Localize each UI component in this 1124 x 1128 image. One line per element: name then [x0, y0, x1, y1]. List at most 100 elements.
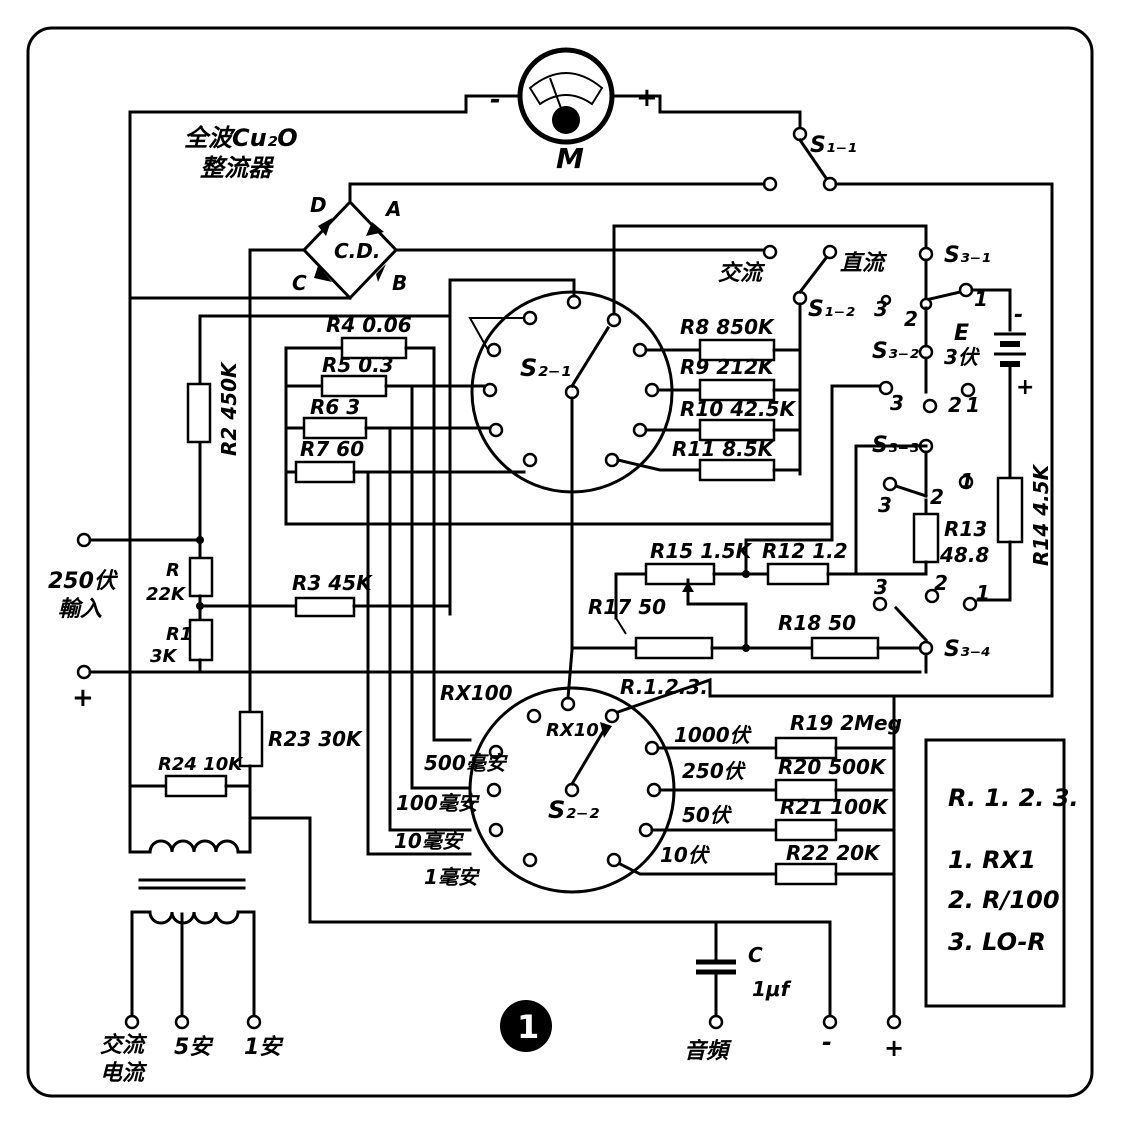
meter-label: M: [556, 142, 584, 175]
figure-number: 1: [517, 1008, 539, 1046]
outer-frame: [26, 26, 1094, 1098]
rotary-switch-s2-1: S₂₋₁: [470, 290, 674, 494]
s2-2-label: S₂₋₂: [548, 796, 599, 824]
r17-label: R17 50: [588, 595, 666, 619]
s3-2-pos-1: 1: [966, 393, 980, 417]
r8-label: R8 850K: [680, 315, 775, 339]
resistor-r5: [320, 374, 388, 398]
resistor-r6: [302, 416, 368, 440]
resistor-r3: [294, 596, 356, 618]
s3-4-label: S₃₋₄: [944, 637, 991, 662]
s3-1-pos-2: 2: [904, 307, 918, 331]
resistor-r17: [634, 636, 714, 660]
resistor-r14: [996, 476, 1024, 544]
r1-value-label: 3K: [150, 646, 179, 667]
resistor-r21: [774, 818, 838, 842]
pos-r123: R.1.2.3.: [620, 675, 708, 699]
battery-plus: +: [1016, 375, 1034, 400]
rectifier-title-1: 全波Cu₂O: [184, 124, 298, 152]
r12-label: R12 1.2: [762, 539, 848, 563]
bottom-terminals: 交流 电流 5安 1安 音頻 - +: [100, 1014, 904, 1086]
r3-label: R3 45K: [292, 571, 373, 595]
legend-box: R. 1. 2. 3. 1. RX1 2. R/100 3. LO-R: [924, 738, 1079, 1008]
capacitor-name: C: [748, 943, 763, 967]
switch-s1-2: 交流 直流 S₁₋₂: [718, 244, 888, 322]
s3-4-pos-1: 1: [976, 581, 990, 605]
r7-label: R7 60: [300, 437, 364, 461]
terminal-ac-current-2: 电流: [100, 1061, 148, 1086]
r21-label: R21 100K: [780, 795, 889, 819]
switch-s3-3: S₃₋₃ 3 2 1 R13 48.8: [854, 433, 989, 576]
figure-number-badge: 1: [500, 1000, 552, 1052]
bridge-c-label: C: [292, 271, 307, 295]
resistor-r23: [238, 710, 264, 768]
battery-name: E: [954, 321, 969, 346]
bridge-a-label: A: [384, 197, 401, 221]
r20-label: R20 500K: [778, 755, 887, 779]
s3-2-label: S₃₋₂: [872, 339, 919, 364]
s3-1-label: S₃₋₁: [944, 243, 991, 268]
s3-2-pos-3: 3: [890, 391, 904, 415]
resistor-r1: [188, 618, 214, 662]
r13-value-label: 48.8: [939, 543, 989, 567]
r2-label: R2 450K: [217, 361, 241, 456]
bridge-center-label: C.D.: [334, 239, 380, 263]
bridge-b-label: B: [392, 271, 407, 295]
terminal-minus: -: [822, 1028, 832, 1056]
resistor-r7: [294, 460, 356, 484]
input-voltage-label: 250伏: [48, 569, 119, 594]
resistor-bank-r4-r7: R4 0.06 R5 0.3 R6 3 R7 60: [284, 313, 882, 856]
pos-500ma: 500毫安: [424, 751, 509, 775]
r24-label: R24 10K: [158, 754, 244, 775]
r10-label: R10 42.5K: [680, 397, 797, 421]
resistor-r15-r12: R15 1.5K R12 1.2: [614, 522, 858, 650]
resistor-r2-group: R2 450K: [186, 314, 452, 542]
resistor-r22: [774, 862, 838, 886]
input-plus-label: +: [72, 683, 94, 713]
r11-label: R11 8.5K: [672, 437, 775, 461]
battery-e: - + E 3伏: [944, 288, 1034, 480]
resistor-r18: [810, 636, 880, 660]
transformer-section: R23 30K R24 10K: [128, 538, 832, 1018]
resistor-r24: [164, 774, 228, 798]
s3-1-pos-1: 1: [974, 287, 988, 311]
r5-label: R5 0.3: [322, 353, 394, 377]
r-name-label: R: [166, 560, 180, 581]
s3-4-pos-2: 2: [934, 571, 948, 595]
resistor-r11: [698, 458, 776, 482]
input-section: 250伏 輸入 R 22K R1 3K + R3 45K: [48, 532, 922, 713]
capacitor-c: C 1μf: [696, 920, 792, 1018]
resistor-r17-r18: R17 50 R18 50: [570, 572, 922, 660]
pos-10ma: 10毫安: [394, 829, 465, 853]
resistor-r15: [644, 562, 716, 586]
switch-s3-4: 3 2 1 S₃₋₄: [872, 571, 991, 674]
switch-s1-1: S₁₋₁: [762, 126, 857, 192]
pos-250v: 250伏: [682, 759, 747, 783]
r1-name-label: R1: [166, 624, 192, 645]
s3-3-pos-3: 3: [878, 493, 892, 517]
resistor-bank-r8-r11: R8 850K R9 212K R10 42.5K R11 8.5K: [616, 315, 802, 482]
terminal-1a: 1安: [244, 1034, 284, 1060]
mode-dc-label: 直流: [840, 251, 888, 276]
voltage-resistors: 1000伏 250伏 50伏 10伏 R19 2Meg R20 500K R21…: [617, 694, 902, 1018]
battery-minus: -: [1014, 303, 1023, 328]
pos-1ma: 1毫安: [424, 865, 481, 889]
pos-1000v: 1000伏: [674, 723, 753, 747]
terminal-ac-current-1: 交流: [100, 1032, 148, 1058]
meter: - + M: [464, 47, 662, 175]
s2-1-label: S₂₋₁: [520, 354, 571, 382]
pos-rx100: RX100: [440, 681, 513, 705]
battery-value: 3伏: [944, 345, 981, 369]
r22-label: R22 20K: [786, 841, 881, 865]
s3-4-pos-3: 3: [874, 575, 888, 599]
legend-item-3: 3. LO-R: [948, 928, 1046, 956]
rotary-switch-s2-2: S₂₋₂ RX10: [468, 686, 676, 894]
pos-10v: 10伏: [660, 843, 711, 867]
legend-title: R. 1. 2. 3.: [948, 784, 1079, 812]
resistor-r: [188, 556, 214, 598]
bridge-d-label: D: [310, 193, 327, 217]
s3-2-pos-2: 2: [948, 393, 962, 417]
mode-ac-label: 交流: [718, 260, 766, 286]
input-label: 輸入: [58, 596, 102, 622]
switch-s3-1-s3-2: S₃₋₁ 3 2 1 S₃₋₂ 3 2 1: [872, 243, 991, 417]
